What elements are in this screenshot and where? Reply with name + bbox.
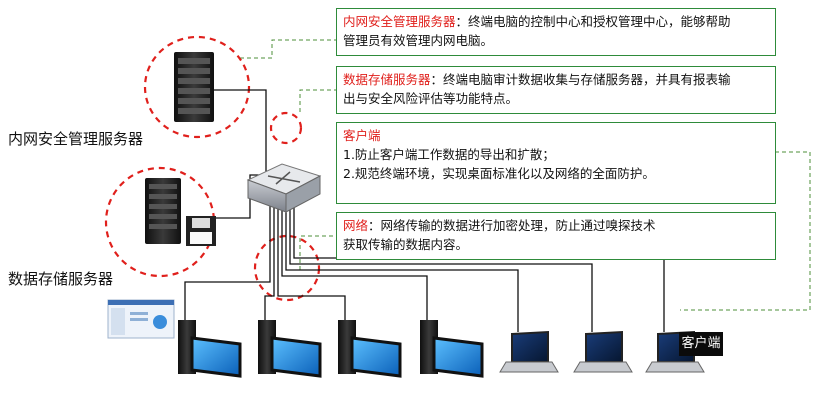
connector-network xyxy=(299,235,336,270)
callout-security-title: 内网安全管理服务器 xyxy=(343,14,456,29)
uplink-circle xyxy=(269,111,303,145)
desktop-client-1 xyxy=(178,320,242,378)
callout-client: 客户端 1.防止客户端工作数据的导出和扩散； 2.规范终端环境，实现桌面标准化以… xyxy=(336,122,776,204)
laptop-client-2 xyxy=(573,330,633,373)
connector-security xyxy=(240,39,336,59)
connector-client xyxy=(680,151,811,311)
callout-network-text-1: ：网络传输的数据进行加密处理，防止通过嗅探技术 xyxy=(368,218,656,233)
callout-security-text-2: 管理员有效管理内网电脑。 xyxy=(343,33,494,48)
network-switch-icon xyxy=(246,163,322,213)
callout-connectors xyxy=(240,39,811,311)
callout-network-text-2: 获取传输的数据内容。 xyxy=(343,237,469,252)
floppy-disk-icon xyxy=(186,216,216,246)
security-server-label: 内网安全管理服务器 xyxy=(8,130,144,148)
desktop-client-2 xyxy=(258,320,322,378)
callout-network-title: 网络 xyxy=(343,218,369,233)
callout-storage: 数据存储服务器：终端电脑审计数据收集与存储服务器，并具有报表输 出与安全风险评估… xyxy=(336,66,776,114)
security-server-icon xyxy=(174,52,214,122)
connector-storage xyxy=(299,89,336,112)
callout-storage-text-1: ：终端电脑审计数据收集与存储服务器，并具有报表输 xyxy=(430,72,731,87)
callout-client-item-1: 1.防止客户端工作数据的导出和扩散； xyxy=(343,147,555,162)
callout-security-text-1: ：终端电脑的控制中心和授权管理中心，能够帮助 xyxy=(455,14,731,29)
callout-storage-text-2: 出与安全风险评估等功能特点。 xyxy=(343,91,519,106)
storage-server-icon xyxy=(145,178,181,244)
callout-storage-title: 数据存储服务器 xyxy=(343,72,431,87)
callout-client-title: 客户端 xyxy=(343,128,381,143)
callout-security: 内网安全管理服务器：终端电脑的控制中心和授权管理中心，能够帮助 管理员有效管理内… xyxy=(336,8,776,56)
callout-network: 网络：网络传输的数据进行加密处理，防止通过嗅探技术 获取传输的数据内容。 xyxy=(336,212,776,260)
desktop-client-3 xyxy=(338,320,402,378)
security-server-circle xyxy=(143,35,251,139)
network-circle xyxy=(253,234,321,302)
desktop-client-4 xyxy=(420,320,484,378)
storage-server-label: 数据存储服务器 xyxy=(8,270,114,288)
client-tag-label: 客户端 xyxy=(679,332,723,356)
software-screenshot-icon xyxy=(107,299,175,339)
laptop-client-1 xyxy=(499,330,559,373)
callout-client-item-2: 2.规范终端环境，实现桌面标准化以及网络的全面防护。 xyxy=(343,166,655,181)
